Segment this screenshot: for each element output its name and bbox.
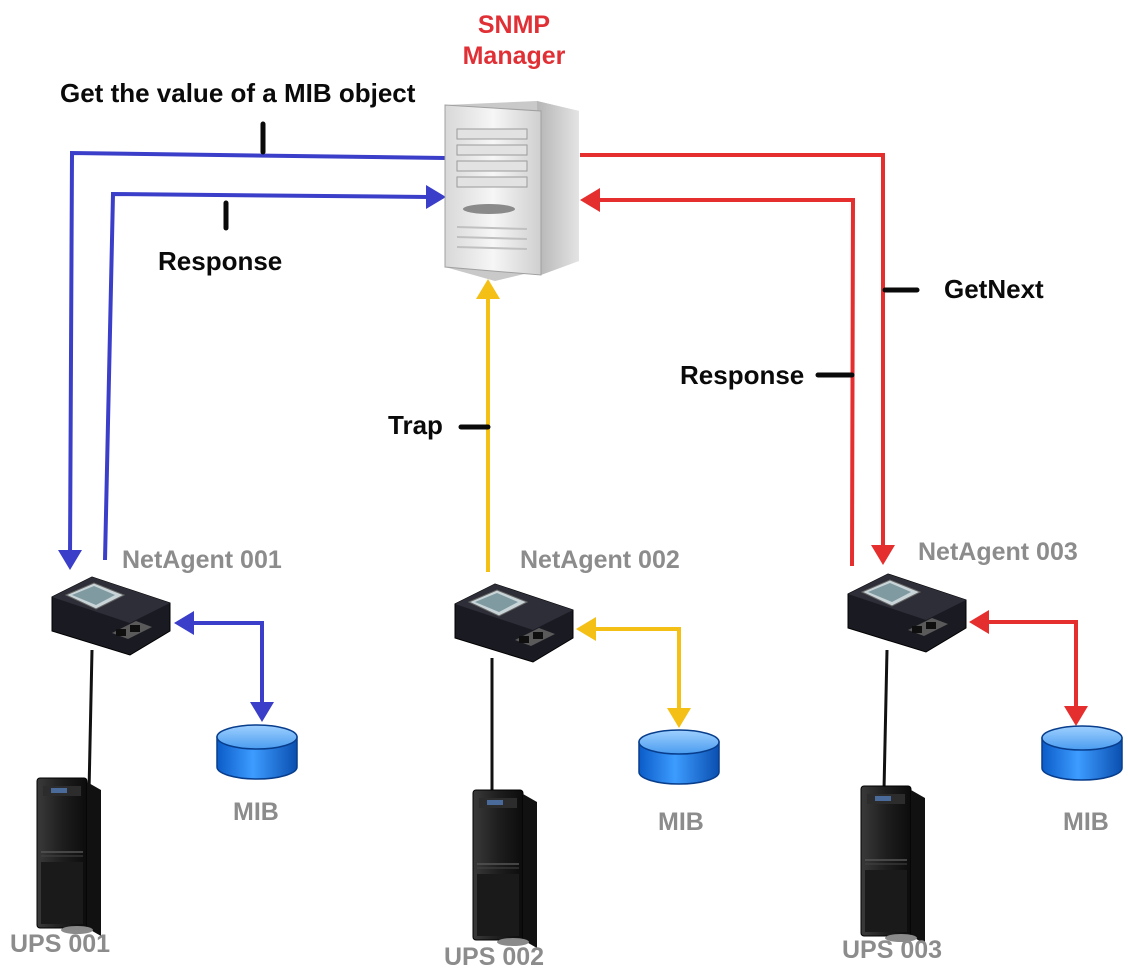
trap-label: Trap [388, 410, 443, 440]
netagent-002-label: NetAgent 002 [520, 546, 680, 574]
mib-link-003-arrow-down [1064, 706, 1088, 726]
get-request-arrowhead [58, 550, 82, 570]
response-right-line [598, 198, 856, 567]
mib-link-003-arrow-left [969, 610, 989, 634]
response-left-arrowhead [426, 185, 446, 209]
mib-database-002-icon [638, 729, 720, 785]
label-ticks [223, 121, 920, 430]
trap-arrowhead [476, 279, 500, 299]
netagent-001-label: NetAgent 001 [122, 546, 282, 574]
netagent-device-003-icon [847, 573, 967, 653]
yellow-flow [476, 279, 691, 728]
get-value-label: Get the value of a MIB object [60, 78, 416, 108]
mib-link-002-arrow-down [667, 708, 691, 728]
response-left-label: Response [158, 246, 283, 276]
ups-001-label: UPS 001 [10, 930, 111, 958]
manager-title-line2: Manager [462, 42, 566, 71]
netagent-device-001-icon [51, 576, 171, 656]
mib-003-label: MIB [1063, 808, 1109, 836]
mib-link-001 [190, 621, 264, 706]
ups-cable-001 [87, 649, 94, 793]
mib-002-label: MIB [658, 808, 704, 836]
response-right-label: Response [680, 360, 805, 390]
ups-002-label: UPS 002 [444, 943, 545, 971]
mib-link-002 [592, 627, 681, 712]
response-right-arrowhead [580, 188, 600, 212]
mib-link-001-arrow-down [250, 702, 274, 722]
ups-unit-002-icon [472, 789, 538, 949]
manager-title: SNMP Manager [455, 10, 573, 73]
mib-link-003 [985, 620, 1078, 710]
getnext-arrowhead [871, 545, 895, 565]
ups-cable-003 [882, 649, 889, 791]
blue-flow [58, 150, 446, 722]
ups-003-label: UPS 003 [842, 936, 943, 964]
snmp-manager-server-icon [444, 101, 579, 281]
mib-database-001-icon [216, 724, 298, 780]
ups-cables [87, 649, 889, 800]
red-flow [580, 153, 1088, 726]
mib-database-003-icon [1041, 725, 1123, 781]
netagent-003-label: NetAgent 003 [918, 538, 1078, 566]
getnext-label: GetNext [944, 274, 1044, 304]
get-request-line [68, 150, 446, 559]
mib-link-001-arrow-left [174, 611, 194, 635]
mib-link-002-arrow-left [576, 617, 596, 641]
getnext-line [580, 153, 885, 550]
mib-001-label: MIB [233, 798, 279, 826]
netagent-device-002-icon [454, 583, 574, 663]
manager-title-line1: SNMP [477, 11, 551, 39]
ups-unit-003-icon [860, 785, 926, 945]
response-left-line [103, 191, 429, 561]
ups-unit-001-icon [36, 777, 102, 937]
